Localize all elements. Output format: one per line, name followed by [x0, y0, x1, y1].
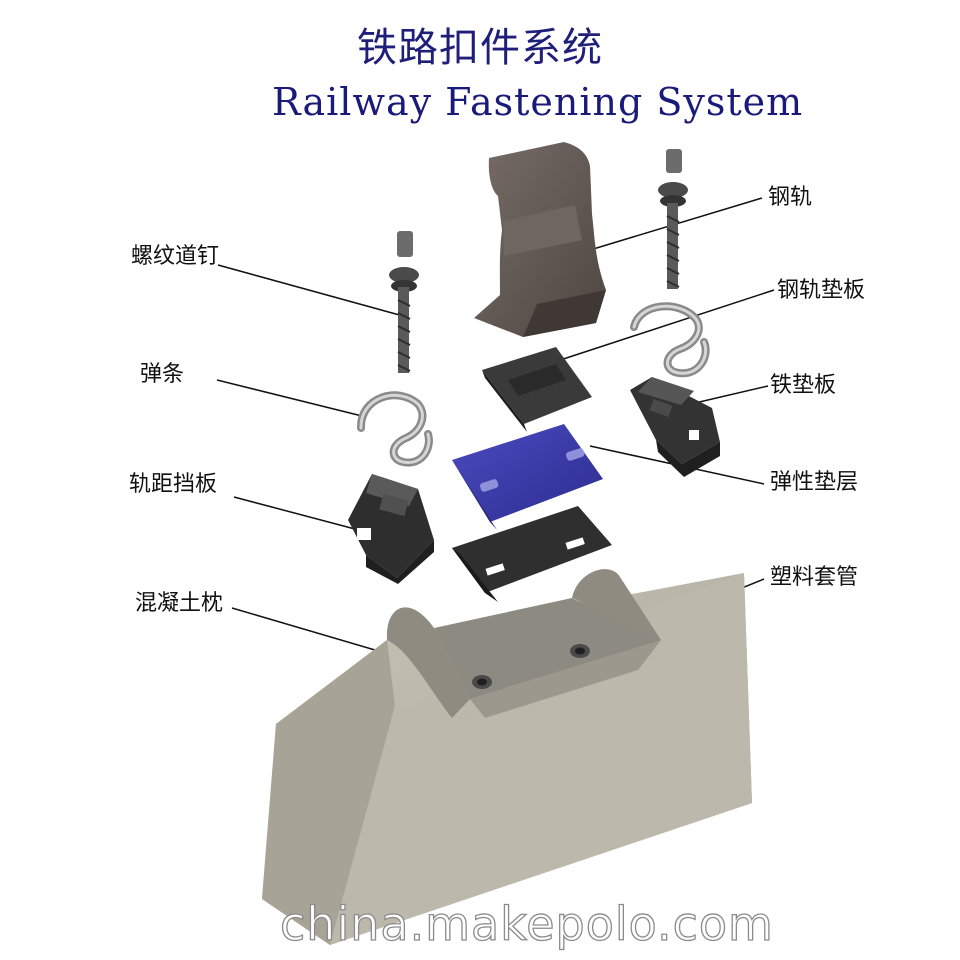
right-gauge-block-shape	[630, 377, 720, 477]
left-gauge-block-shape	[348, 474, 434, 584]
label-clip: 弹条	[140, 362, 185, 387]
rail-shape	[474, 142, 606, 337]
label-rail: 钢轨	[768, 185, 813, 210]
leader-iron-pad	[694, 385, 769, 404]
leader-rail-pad	[544, 289, 775, 366]
leader-gauge-block	[233, 496, 371, 534]
concrete-sleeper-shape	[262, 569, 752, 945]
elastic-pad-shape	[452, 506, 612, 602]
label-iron-pad: 铁垫板	[770, 373, 837, 398]
leader-screw-spike	[217, 264, 404, 317]
label-rail-pad: 钢轨垫板	[777, 278, 866, 303]
left-screw-spike-shape	[389, 231, 419, 373]
right-screw-spike-shape	[658, 149, 688, 289]
leader-concrete-sleeper	[231, 607, 393, 656]
title-chinese: 铁路扣件系统	[357, 25, 603, 71]
rail-pad-shape	[482, 347, 592, 432]
label-gauge-block: 轨距挡板	[129, 472, 218, 497]
left-clip-shape	[356, 391, 433, 467]
label-concrete-sleeper: 混凝土枕	[135, 591, 224, 616]
label-plastic-sleeve: 塑料套管	[770, 565, 859, 590]
leader-clip	[216, 379, 363, 417]
right-clip-shape	[630, 302, 710, 378]
label-screw-spike: 螺纹道钉	[131, 244, 220, 269]
iron-pad-shape	[452, 424, 603, 530]
title-english: Railway Fastening System	[272, 80, 804, 124]
watermark: china.makepolo.com	[279, 896, 774, 951]
label-elastic-pad: 弹性垫层	[770, 470, 859, 495]
